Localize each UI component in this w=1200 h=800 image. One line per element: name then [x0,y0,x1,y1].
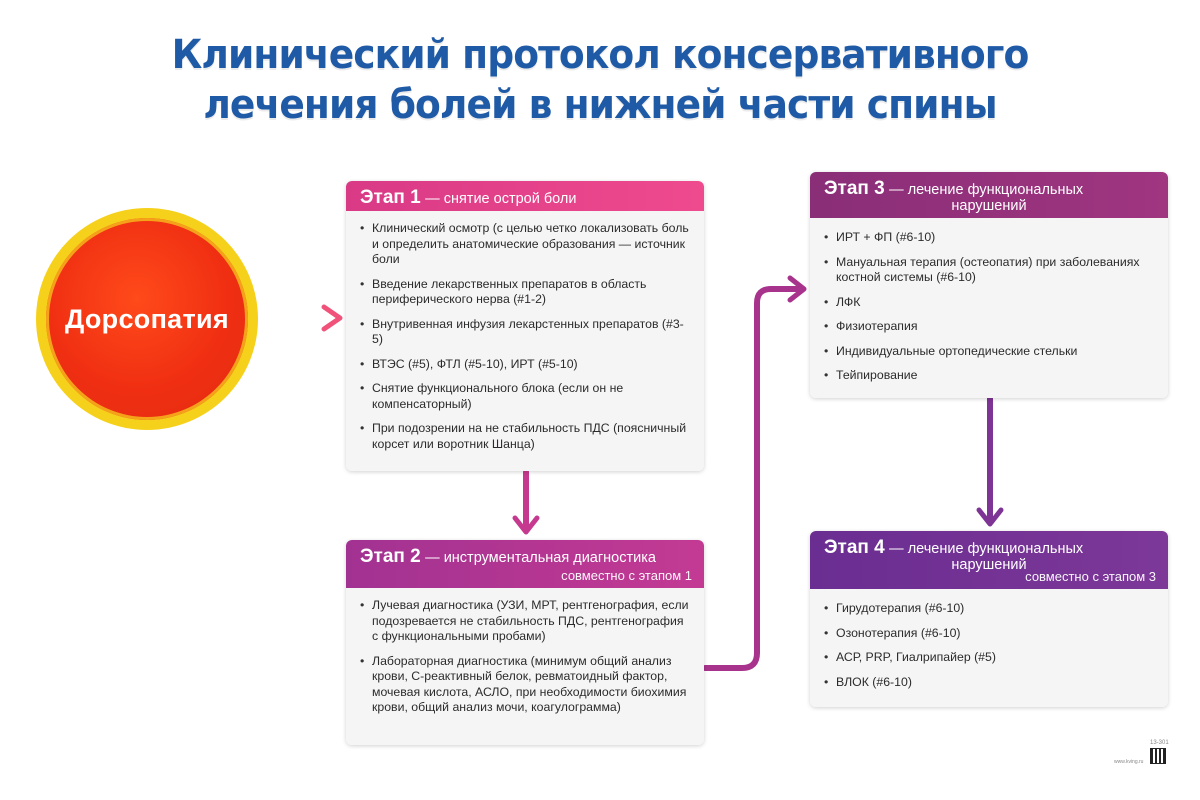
stage2-name: Этап 2 [360,546,421,567]
stage2-card: Этап 2 — инструментальная диагностика со… [346,540,704,745]
product-code: 13-301 [1150,740,1169,746]
page-title-line2: лечения болей в нижней части спины [203,82,997,128]
stage4-card: Этап 4 — лечение функциональных нарушени… [810,531,1168,707]
arrow-stage2-to-stage3 [702,286,803,671]
stage2-header: Этап 2 — инструментальная диагностика со… [346,540,704,588]
list-item: Озонотерапия (#6-10) [824,626,1154,642]
stage3-list: ИРТ + ФП (#6-10) Мануальная терапия (ост… [824,230,1154,384]
list-item: АСР, PRP, Гиалрипайер (#5) [824,650,1154,666]
stage3-desc: — лечение функциональных [889,182,1084,198]
list-item: Снятие функционального блока (если он не… [360,381,690,412]
list-item: Лучевая диагностика (УЗИ, МРТ, рентгеног… [360,598,690,645]
list-item: ВТЭС (#5), ФТЛ (#5-10), ИРТ (#5-10) [360,357,690,373]
list-item: ЛФК [824,295,1154,311]
stage2-body: Лучевая диагностика (УЗИ, МРТ, рентгеног… [346,588,704,745]
list-item: Лабораторная диагностика (минимум общий … [360,654,690,716]
page-title-line1: Клинический протокол консервативного [171,32,1030,78]
list-item: ВЛОК (#6-10) [824,675,1154,691]
stage4-desc: — лечение функциональных [889,541,1084,557]
list-item: При подозрении на не стабильность ПДС (п… [360,421,690,452]
list-item: Введение лекарственных препаратов в обла… [360,277,690,308]
stage1-desc: — снятие острой боли [425,191,577,207]
site-url: www.kving.ru [1114,759,1144,765]
list-item: Внутривенная инфузия лекарстенных препар… [360,317,690,348]
arrowhead-stage2 [512,515,540,535]
list-item: Гирудотерапия (#6-10) [824,601,1154,617]
stage3-desc-line2: нарушений [951,198,1027,214]
stage4-list: Гирудотерапия (#6-10) Озонотерапия (#6-1… [824,601,1154,690]
stage4-name: Этап 4 [824,537,885,558]
arrowhead-stage1 [321,304,343,332]
stage1-name: Этап 1 [360,187,421,208]
list-item: Мануальная терапия (остеопатия) при забо… [824,255,1154,286]
arrowhead-stage4 [976,507,1004,527]
stage2-sub: совместно с этапом 1 [561,568,692,583]
list-item: Клинический осмотр (с целью четко локали… [360,221,690,268]
list-item: Индивидуальные ортопедические стельки [824,344,1154,360]
stage1-card: Этап 1 — снятие острой боли Клинический … [346,181,704,471]
start-node-label: Дорсопатия [65,303,229,334]
stage1-header: Этап 1 — снятие острой боли [346,181,704,211]
stage4-header: Этап 4 — лечение функциональных нарушени… [810,531,1168,589]
stage2-desc: — инструментальная диагностика [425,550,656,566]
list-item: Физиотерапия [824,319,1154,335]
page-title: Клинический протокол консервативного леч… [36,30,1164,130]
stage3-header: Этап 3 — лечение функциональных нарушени… [810,172,1168,218]
list-item: ИРТ + ФП (#6-10) [824,230,1154,246]
stage4-desc-line2: нарушений [951,557,1027,573]
stage1-list: Клинический осмотр (с целью четко локали… [360,221,690,452]
start-node-dorsopathy: Дорсопатия [36,208,258,430]
stage4-sub: совместно с этапом 3 [1025,569,1156,584]
qr-code-icon [1150,748,1166,764]
stage1-body: Клинический осмотр (с целью четко локали… [346,211,704,471]
stage3-body: ИРТ + ФП (#6-10) Мануальная терапия (ост… [810,218,1168,398]
stage2-list: Лучевая диагностика (УЗИ, МРТ, рентгеног… [360,598,690,716]
start-node-circle: Дорсопатия [46,218,248,420]
arrowhead-stage3 [787,275,807,303]
stage4-body: Гирудотерапия (#6-10) Озонотерапия (#6-1… [810,589,1168,707]
stage3-name: Этап 3 [824,178,885,199]
stage3-card: Этап 3 — лечение функциональных нарушени… [810,172,1168,398]
list-item: Тейпирование [824,368,1154,384]
